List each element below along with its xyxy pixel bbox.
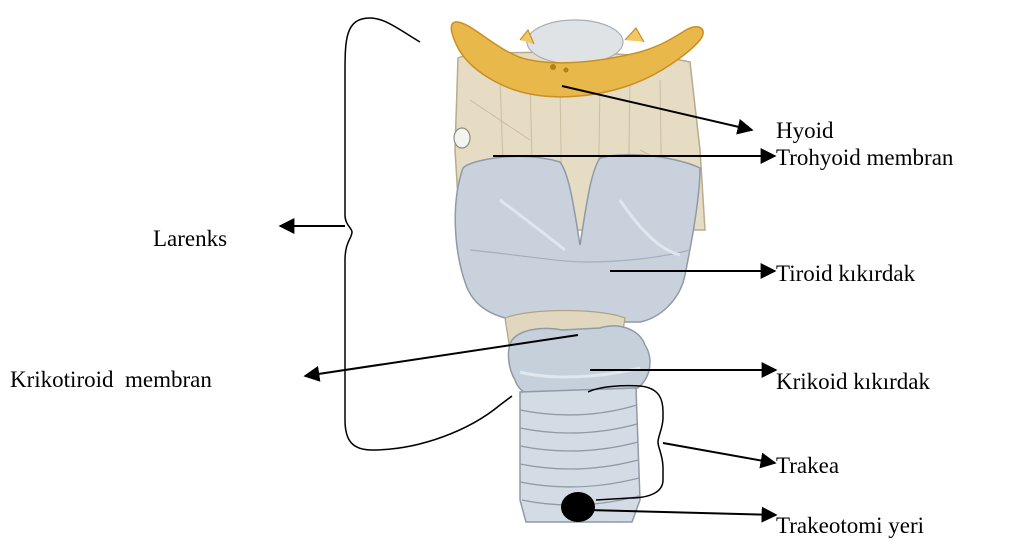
tracheotomy-marker	[561, 492, 595, 522]
label-cricothyroid-membrane: Krikotiroid membran	[10, 367, 212, 392]
label-cricoid-cartilage: Krikoid kıkırdak	[776, 369, 930, 394]
foramen-shape	[454, 128, 470, 148]
label-thyrohyoid-membrane: Trohyoid membran	[776, 145, 954, 170]
label-tracheotomy-site: Trakeotomi yeri	[776, 513, 924, 538]
label-trachea: Trakea	[776, 453, 839, 478]
hyoid-detail	[564, 68, 569, 73]
epiglottis-shape	[527, 20, 623, 64]
hyoid-detail	[550, 64, 556, 70]
label-thyroid-cartilage: Tiroid kıkırdak	[776, 261, 916, 286]
label-hyoid: Hyoid	[776, 118, 834, 143]
trachea-arrow	[663, 443, 775, 463]
label-larynx: Larenks	[153, 226, 227, 251]
hyoid-horn-right	[625, 28, 644, 42]
